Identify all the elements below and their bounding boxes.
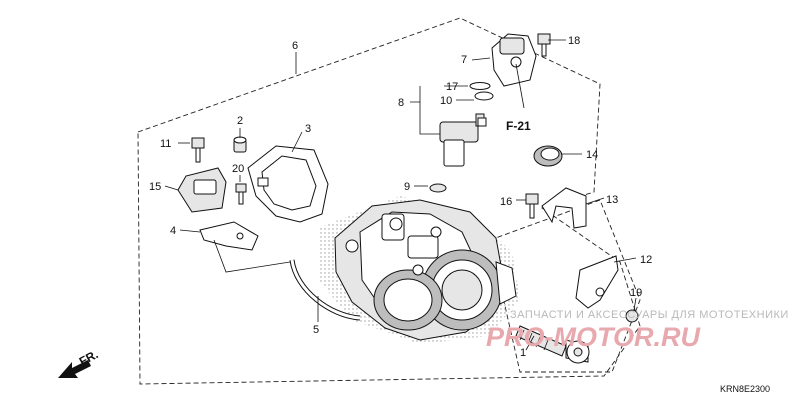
callout-11: 11 (160, 138, 171, 150)
callout-7: 7 (461, 54, 467, 66)
callout-6: 6 (292, 40, 298, 52)
callout-9: 9 (404, 181, 410, 193)
callout-2: 2 (237, 115, 243, 127)
arrow-icon (58, 360, 91, 378)
throttle-body (334, 199, 517, 341)
callout-8: 8 (398, 97, 404, 109)
callout-5: 5 (313, 324, 319, 336)
hose-part (289, 259, 361, 321)
seal-9 (429, 183, 447, 193)
watermark-logo: PRO-MOTOR.RU (486, 322, 701, 352)
plate-part (575, 255, 619, 309)
leader-lines (164, 39, 637, 351)
callout-14: 14 (586, 149, 598, 161)
bolt-20 (235, 183, 247, 205)
callout-10: 10 (440, 95, 452, 107)
sensor-part (177, 167, 227, 213)
callout-17: 17 (446, 81, 458, 93)
idle-screw-part (515, 325, 590, 364)
nut-19 (625, 309, 639, 323)
callout-12: 12 (640, 254, 652, 266)
watermark-caption: ЗАПЧАСТИ И АКСЕССУАРЫ ДЛЯ МОТОТЕХНИКИ (510, 309, 789, 321)
callout-18: 18 (568, 35, 580, 47)
bolt-16 (525, 193, 539, 219)
boot-part (533, 145, 563, 167)
cover-part (247, 145, 329, 223)
diagram-code: KRN8E2300 (720, 384, 770, 394)
watermark: ЗАПЧАСТИ И АКСЕССУАРЫ ДЛЯ МОТОТЕХНИКИ PR… (486, 309, 789, 352)
callout-15: 15 (149, 181, 161, 193)
callout-16: 16 (500, 196, 512, 208)
plug-part (233, 136, 247, 153)
bolt-11 (191, 137, 205, 163)
o-ring-10 (474, 91, 494, 101)
bolt-18 (537, 33, 551, 57)
injector-cap-part (491, 33, 537, 87)
callout-19: 19 (630, 287, 642, 299)
injector-part (439, 113, 487, 167)
reference-label: F-21 (506, 119, 531, 133)
callout-4: 4 (170, 225, 176, 237)
o-ring-17 (469, 82, 491, 90)
bracket-part (199, 221, 259, 251)
callout-13: 13 (606, 194, 618, 206)
callout-1: 1 (520, 347, 526, 359)
callout-3: 3 (305, 123, 311, 135)
callout-20: 20 (232, 163, 244, 175)
front-arrow: FR. (58, 347, 100, 378)
clamp-part (541, 187, 587, 229)
